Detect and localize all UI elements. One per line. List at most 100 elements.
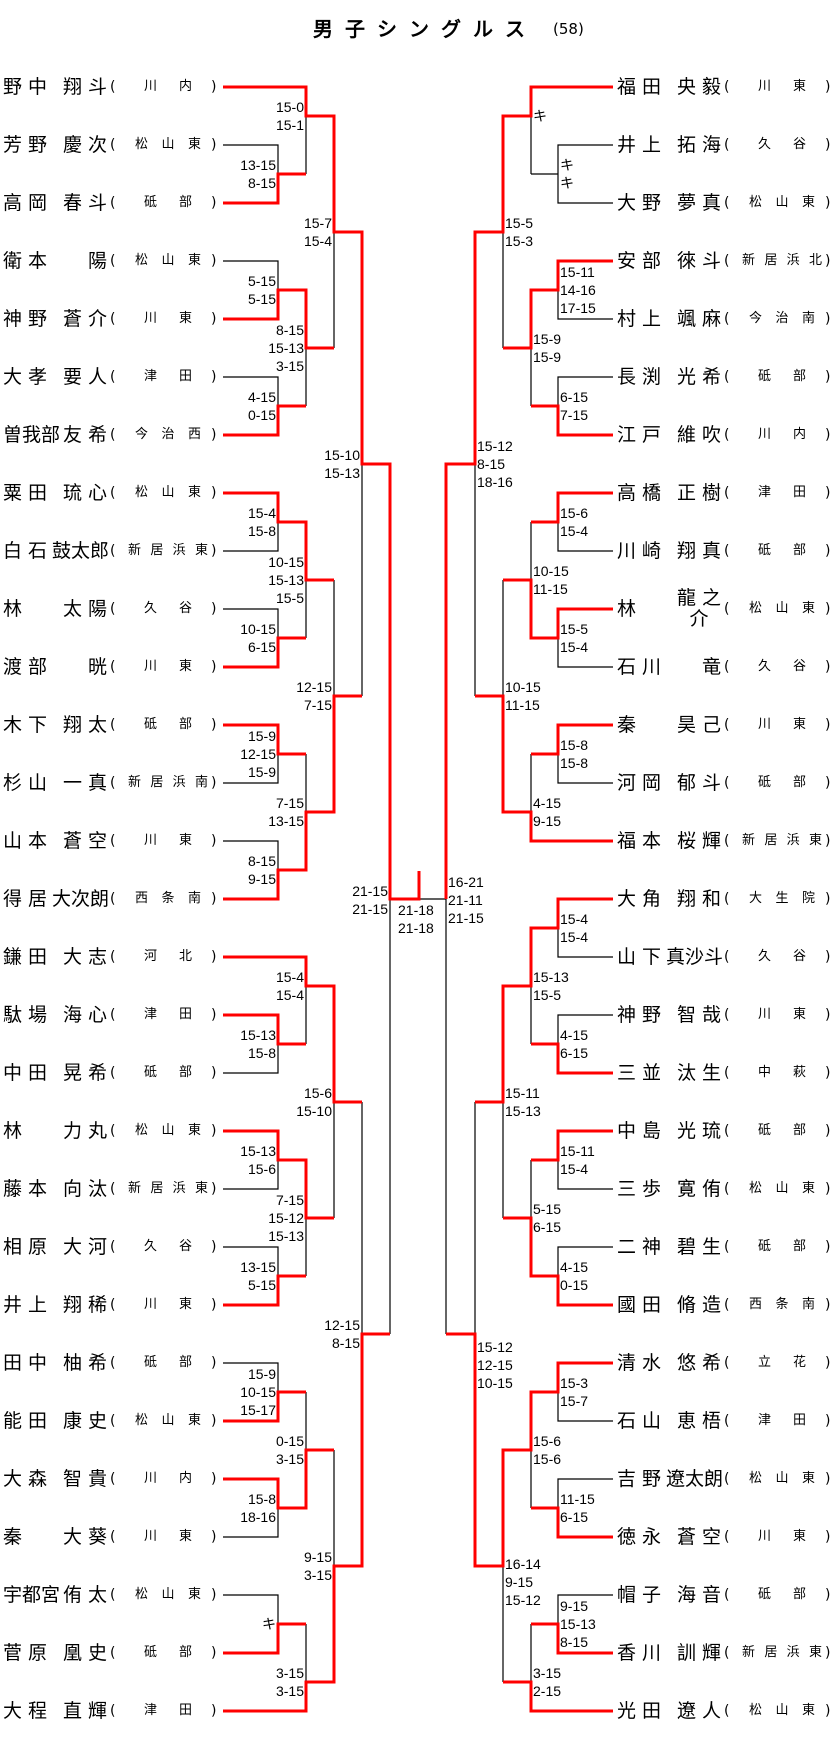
match-score: 7-15 13-15 <box>268 795 304 829</box>
paren-close: ) <box>211 1645 217 1661</box>
school-name: 松山東 <box>749 1181 815 1196</box>
player-row: 林太陽(久谷) <box>0 596 225 622</box>
player-surname: 山下 <box>617 946 661 968</box>
paren-open: ( <box>724 1007 730 1023</box>
paren-close: ) <box>825 775 831 791</box>
player-given-name: 大志 <box>63 946 107 968</box>
school-name: 川内 <box>144 1471 192 1486</box>
player-surname: 吉野 <box>617 1468 661 1490</box>
school-name: 砥部 <box>758 775 806 790</box>
paren-close: ) <box>211 1297 217 1313</box>
player-given-name: 大次朗 <box>52 888 110 910</box>
school-name: 砥部 <box>144 1065 192 1080</box>
paren-open: ( <box>110 195 116 211</box>
player-surname: 神野 <box>3 308 47 330</box>
player-given-name: 翔稀 <box>63 1294 107 1316</box>
paren-open: ( <box>724 1471 730 1487</box>
player-surname: 得居 <box>3 888 47 910</box>
player-surname: 大森 <box>3 1468 47 1490</box>
school-affiliation: 松山東 <box>122 132 214 158</box>
left-semifinal-score: 21-15 21-15 <box>352 883 388 917</box>
school-name: 新居浜南 <box>128 775 208 790</box>
match-score: 15-5 15-4 <box>560 621 589 655</box>
player-given-name: 央毅 <box>677 76 721 98</box>
player-row: 中島光琉(砥部) <box>614 1118 837 1144</box>
match-score: 15-8 15-8 <box>560 737 589 771</box>
player-given-name: 光琉 <box>677 1120 721 1142</box>
match-score: キ <box>262 1616 276 1632</box>
school-name: 津田 <box>144 369 192 384</box>
school-affiliation: 久谷 <box>736 654 828 680</box>
player-row: 山下真沙斗(久谷) <box>614 944 837 970</box>
paren-open: ( <box>110 1471 116 1487</box>
paren-close: ) <box>825 1413 831 1429</box>
match-score: 5-15 5-15 <box>247 273 276 307</box>
player-surname: 林 <box>3 1120 23 1142</box>
player-given-name: 維吹 <box>677 424 721 446</box>
match-score: 15-13 15-8 <box>240 1027 276 1061</box>
school-name: 川東 <box>758 1007 806 1022</box>
school-name: 新居浜北 <box>742 253 822 268</box>
player-surname: 相原 <box>3 1236 47 1258</box>
match-score: 15-4 15-4 <box>275 969 304 1003</box>
school-name: 久谷 <box>144 1239 192 1254</box>
paren-open: ( <box>724 1355 730 1371</box>
paren-open: ( <box>110 1065 116 1081</box>
player-given-name: 汰生 <box>677 1062 721 1084</box>
school-affiliation: 砥部 <box>122 1640 214 1666</box>
school-name: 川東 <box>144 659 192 674</box>
paren-open: ( <box>724 485 730 501</box>
school-affiliation: 大生院 <box>736 886 828 912</box>
paren-close: ) <box>211 1123 217 1139</box>
player-given-name: 翔真 <box>677 540 721 562</box>
player-row: 林龍之介(松山東) <box>614 588 837 630</box>
school-name: 西条南 <box>135 891 201 906</box>
paren-close: ) <box>825 1065 831 1081</box>
player-given-name: 恵梧 <box>677 1410 721 1432</box>
school-affiliation: 津田 <box>122 364 214 390</box>
player-given-name: 拓海 <box>677 134 721 156</box>
player-given-name: 悠希 <box>677 1352 721 1374</box>
school-name: 松山東 <box>749 1471 815 1486</box>
paren-close: ) <box>211 1587 217 1603</box>
player-surname: 江戸 <box>617 424 661 446</box>
player-given-name: 碧生 <box>677 1236 721 1258</box>
player-given-name: 正樹 <box>677 482 721 504</box>
match-score: 8-15 9-15 <box>247 853 276 887</box>
paren-close: ) <box>211 543 217 559</box>
school-affiliation: 松山東 <box>736 190 828 216</box>
player-row: 二神碧生(砥部) <box>614 1234 837 1260</box>
school-affiliation: 川内 <box>122 74 214 100</box>
player-row: 井上拓海(久谷) <box>614 132 837 158</box>
school-affiliation: 砥部 <box>736 364 828 390</box>
paren-open: ( <box>110 891 116 907</box>
player-row: 福本桜輝(新居浜東) <box>614 828 837 854</box>
player-surname: 芳野 <box>3 134 47 156</box>
player-row: 粟田琉心(松山東) <box>0 480 225 506</box>
player-given-name: 脩造 <box>677 1294 721 1316</box>
school-name: 川東 <box>144 311 192 326</box>
player-given-name: 晃希 <box>63 1062 107 1084</box>
match-score: キ <box>533 108 547 124</box>
player-row: 川崎翔真(砥部) <box>614 538 837 564</box>
paren-close: ) <box>211 253 217 269</box>
match-score: 15-9 10-15 15-17 <box>240 1366 276 1418</box>
paren-close: ) <box>211 1529 217 1545</box>
match-score: 15-12 12-15 10-15 <box>477 1339 513 1391</box>
match-score: 12-15 8-15 <box>324 1317 360 1351</box>
school-affiliation: 中萩 <box>736 1060 828 1086</box>
school-affiliation: 新居浜東 <box>736 1640 828 1666</box>
match-score: 15-9 15-9 <box>533 331 562 365</box>
paren-open: ( <box>110 1413 116 1429</box>
match-score: 10-15 6-15 <box>240 621 276 655</box>
player-surname: 大野 <box>617 192 661 214</box>
paren-open: ( <box>110 1007 116 1023</box>
player-given-name: 蒼介 <box>63 308 107 330</box>
player-row: 山本蒼空(川東) <box>0 828 225 854</box>
school-name: 久谷 <box>144 601 192 616</box>
player-row: 大孝要人(津田) <box>0 364 225 390</box>
match-score: 10-15 15-13 15-5 <box>268 554 304 606</box>
paren-open: ( <box>110 1297 116 1313</box>
paren-close: ) <box>825 195 831 211</box>
paren-open: ( <box>110 717 116 733</box>
